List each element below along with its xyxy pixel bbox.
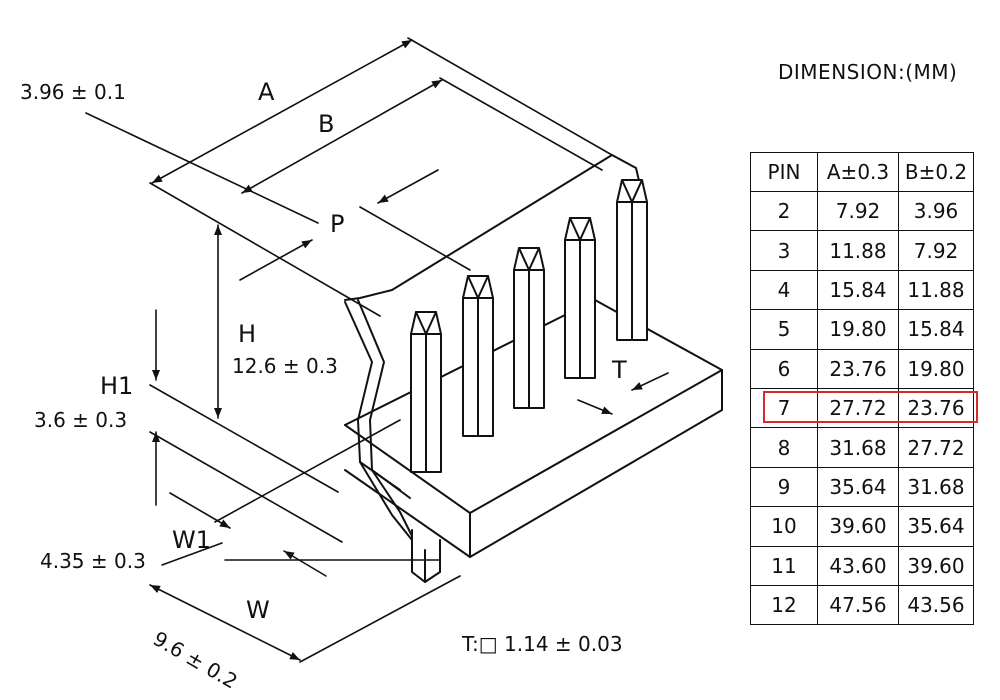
dimension-h1-value: 3.6 ± 0.3 (34, 408, 128, 432)
a-value-cell: 7.92 (817, 190, 899, 232)
b-value-cell: 7.92 (898, 230, 974, 271)
dimension-w-label: W (246, 596, 270, 624)
pin (410, 311, 442, 473)
b-value-cell: 19.80 (898, 348, 974, 389)
a-value-cell: 31.68 (817, 427, 899, 468)
pitch-tolerance-label: 3.96 ± 0.1 (20, 80, 126, 104)
dimension-b-label: B (318, 110, 335, 138)
pin (616, 179, 648, 341)
column-header: PIN (750, 152, 818, 192)
b-value-cell: 43.56 (898, 584, 974, 626)
b-value-cell: 11.88 (898, 269, 974, 311)
pin (513, 247, 545, 409)
a-value-cell: 15.84 (817, 269, 899, 311)
a-value-cell: 11.88 (817, 230, 899, 271)
pin-size-spec: T:□ 1.14 ± 0.03 (462, 632, 623, 656)
pin-count-cell: 8 (750, 427, 818, 468)
dimension-w1-value: 4.35 ± 0.3 (40, 549, 146, 573)
dimension-w1-label: W1 (172, 526, 211, 554)
pin-count-cell: 6 (750, 348, 818, 389)
pins (410, 179, 648, 473)
table-header-row: PIN A±0.3 B±0.2 (750, 152, 974, 192)
dimension-h1-label: H1 (100, 372, 134, 400)
pin-count-cell: 11 (750, 545, 818, 586)
dimension-h-label: H (238, 320, 257, 348)
a-value-cell: 23.76 (817, 348, 899, 389)
a-value-cell: 35.64 (817, 466, 899, 508)
pin-count-cell: 3 (750, 230, 818, 271)
dimension-h-value: 12.6 ± 0.3 (232, 354, 338, 378)
b-value-cell: 3.96 (898, 190, 974, 232)
b-value-cell: 27.72 (898, 427, 974, 468)
a-value-cell: 43.60 (817, 545, 899, 586)
b-value-cell: 15.84 (898, 309, 974, 350)
dimension-p-label: P (330, 210, 345, 238)
dimension-a-label: A (258, 78, 275, 106)
a-value-cell: 39.60 (817, 506, 899, 547)
a-value-cell: 19.80 (817, 309, 899, 350)
pin (564, 217, 596, 379)
pin-count-cell: 4 (750, 269, 818, 311)
pin-count-cell: 2 (750, 190, 818, 232)
pin (462, 275, 494, 437)
lower-pin (411, 529, 441, 583)
dimension-title: DIMENSION:(MM) (778, 60, 958, 84)
pin-count-cell: 12 (750, 584, 818, 626)
column-header: B±0.2 (898, 152, 974, 192)
pin-count-cell: 5 (750, 309, 818, 350)
housing-wall (344, 154, 641, 541)
b-value-cell: 35.64 (898, 506, 974, 547)
column-header: A±0.3 (817, 152, 899, 192)
dimension-t-label: T (612, 356, 627, 384)
a-value-cell: 47.56 (817, 584, 899, 626)
pin-count-cell: 9 (750, 466, 818, 508)
b-value-cell: 39.60 (898, 545, 974, 586)
highlight-box (762, 391, 978, 423)
pin-count-cell: 10 (750, 506, 818, 547)
b-value-cell: 31.68 (898, 466, 974, 508)
